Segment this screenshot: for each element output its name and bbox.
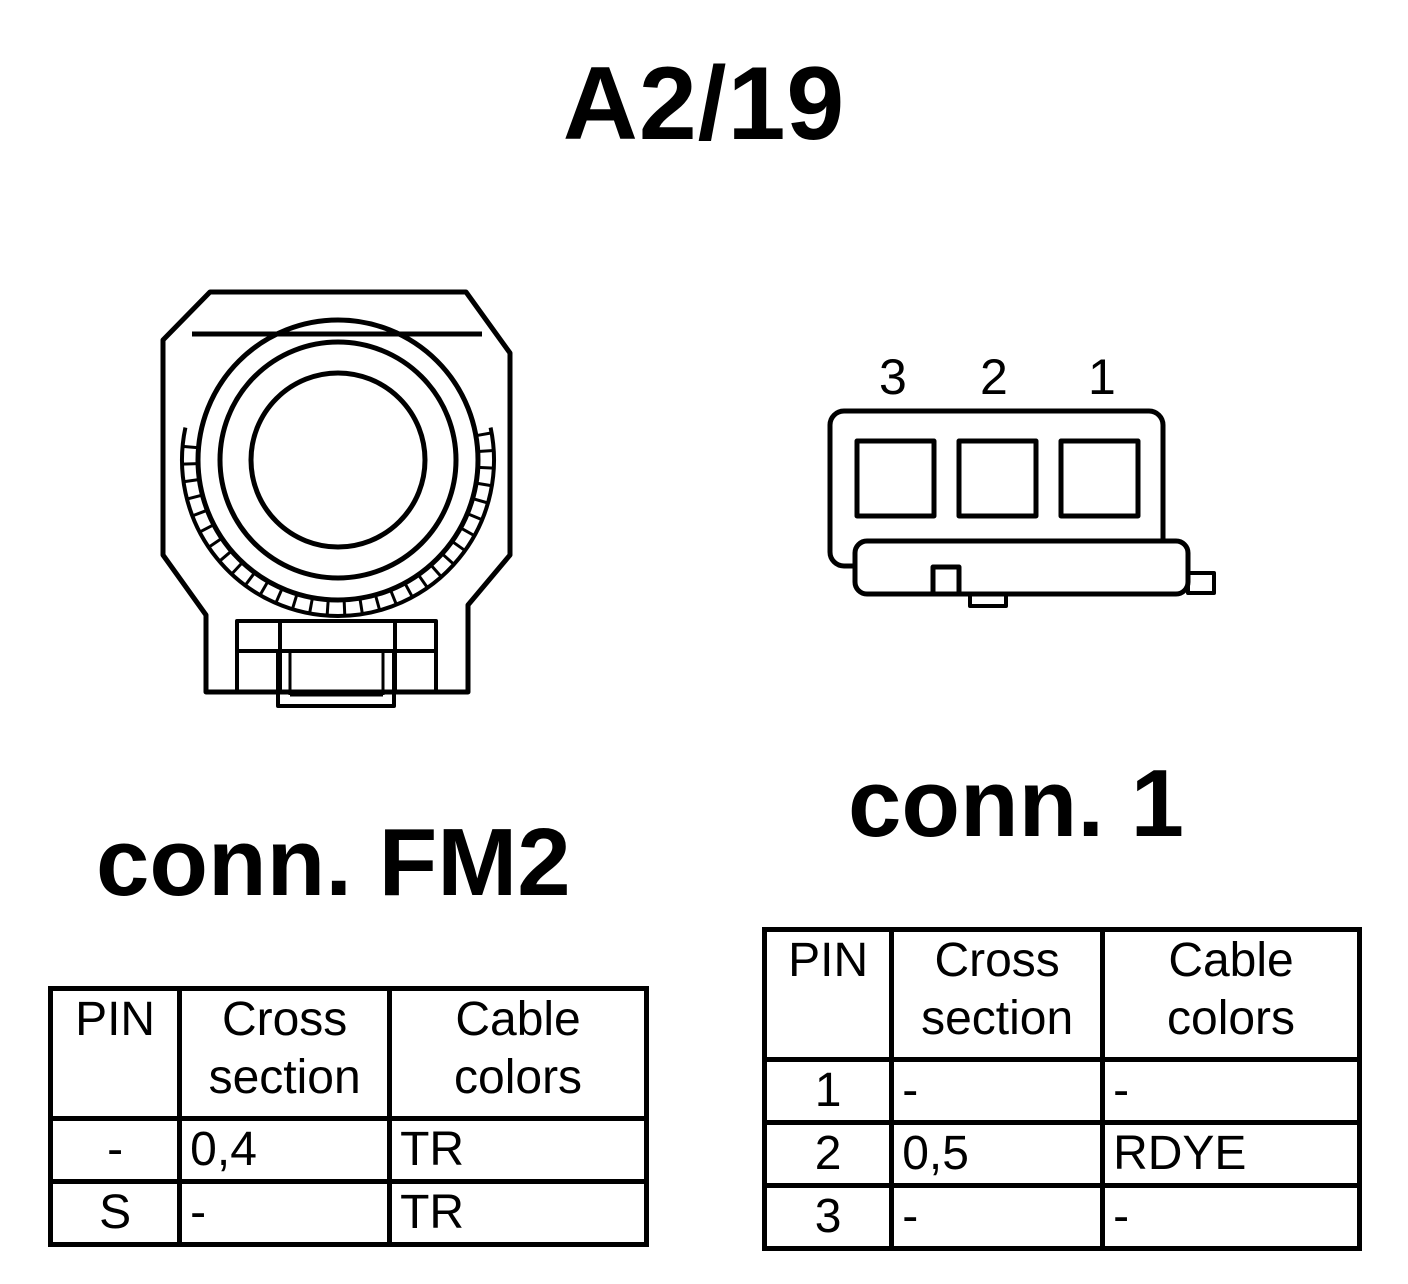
conn1-latch-bar xyxy=(852,538,1191,597)
fm2-knurl-tooth xyxy=(191,508,208,518)
conn1-connector-title: conn. 1 xyxy=(848,750,1185,857)
fm2-knurl-tooth xyxy=(472,497,489,505)
cell-cable-color: TR xyxy=(387,1116,649,1184)
fm2-knurl-tooth xyxy=(466,512,483,522)
conn1-connector-drawing xyxy=(827,408,1216,608)
cell-pin: S xyxy=(47,1179,183,1247)
fm2-knurl-tooth xyxy=(417,573,429,589)
cell-pin: 1 xyxy=(761,1057,895,1125)
fm2-knurl-tooth xyxy=(230,561,244,576)
conn1-cavity-2 xyxy=(956,438,1039,519)
cell-cross-section: 0,5 xyxy=(889,1120,1106,1188)
fm2-knurl-tooth xyxy=(274,587,284,604)
cell-cross-section: - xyxy=(889,1057,1106,1125)
conn1-cavity-3 xyxy=(854,438,937,519)
table-row: - 0,4 TR xyxy=(47,1116,649,1184)
fm2-knurl-tooth xyxy=(290,593,299,610)
cell-cross-section: - xyxy=(889,1183,1106,1251)
fm2-knurl-tooth xyxy=(475,431,492,438)
fm2-middle-ring xyxy=(217,339,459,581)
cell-pin: 3 xyxy=(761,1183,895,1251)
fm2-knurl-outer-arc xyxy=(180,427,496,618)
fm2-latch-frame xyxy=(235,619,438,694)
cell-pin: - xyxy=(47,1116,183,1184)
fm2-knurl-tooth xyxy=(342,599,347,616)
fm2-knurl-tooth xyxy=(403,582,414,598)
cell-cross-section: 0,4 xyxy=(177,1116,393,1184)
fm2-inner-ring xyxy=(248,370,428,550)
fm2-outer-ring xyxy=(195,317,481,603)
fm2-knurl-tooth xyxy=(207,537,223,549)
fm2-connector-drawing xyxy=(160,289,513,708)
cell-cross-section: - xyxy=(177,1179,393,1247)
fm2-knurl-tooth xyxy=(477,448,494,453)
fm2-knurl-tooth xyxy=(451,540,466,552)
fm2-knurl-teeth xyxy=(180,427,496,618)
header-pin: PIN xyxy=(761,927,895,1062)
table-row: 1 - - xyxy=(761,1057,1362,1125)
fm2-knurl-tooth xyxy=(258,580,270,596)
conn1-bottom-tab xyxy=(968,592,1008,608)
conn1-cavity-1 xyxy=(1058,438,1141,519)
fm2-knurl-tooth xyxy=(429,563,443,578)
conn1-pin-label-1: 1 xyxy=(1088,349,1116,405)
fm2-knurl-tooth xyxy=(182,444,199,450)
cell-pin: 2 xyxy=(761,1120,895,1188)
fm2-connector-title: conn. FM2 xyxy=(96,809,571,916)
fm2-knurl-tooth xyxy=(459,526,476,537)
fm2-knurl-tooth xyxy=(218,549,233,563)
conn1-pin-label-2: 2 xyxy=(980,349,1008,405)
fm2-knurl-tooth xyxy=(186,493,203,501)
fm2-housing-outline xyxy=(160,289,513,695)
conn1-latch-notch xyxy=(930,564,962,597)
conn1-pin-label-3: 3 xyxy=(879,349,907,405)
fm2-knurl-tooth xyxy=(477,465,494,470)
fm2-knurl-tooth xyxy=(198,523,215,534)
fm2-knurl-tooth xyxy=(389,589,398,606)
cell-cable-color: TR xyxy=(387,1179,649,1247)
fm2-knurl-tooth xyxy=(308,597,314,614)
table-row: 2 0,5 RDYE xyxy=(761,1120,1362,1188)
fm2-latch-tab xyxy=(276,649,396,708)
diagram-title: A2/19 xyxy=(562,46,846,162)
fm2-knurl-tooth xyxy=(358,598,364,615)
fm2-knurl-tooth xyxy=(475,481,493,488)
fm2-knurl-tooth xyxy=(441,552,455,566)
cell-cable-color: - xyxy=(1100,1057,1362,1125)
fm2-knurl-tooth xyxy=(244,571,256,587)
fm2-knurl-tooth xyxy=(325,599,330,616)
fm2-knurl-tooth xyxy=(183,477,200,484)
table-row: S - TR xyxy=(47,1179,649,1247)
table-row: 3 - - xyxy=(761,1183,1362,1251)
header-pin: PIN xyxy=(47,986,183,1121)
fm2-knurl-tooth xyxy=(373,594,382,611)
cell-cable-color: RDYE xyxy=(1100,1120,1362,1188)
cell-cable-color: - xyxy=(1100,1183,1362,1251)
conn1-side-tab xyxy=(1186,571,1216,595)
